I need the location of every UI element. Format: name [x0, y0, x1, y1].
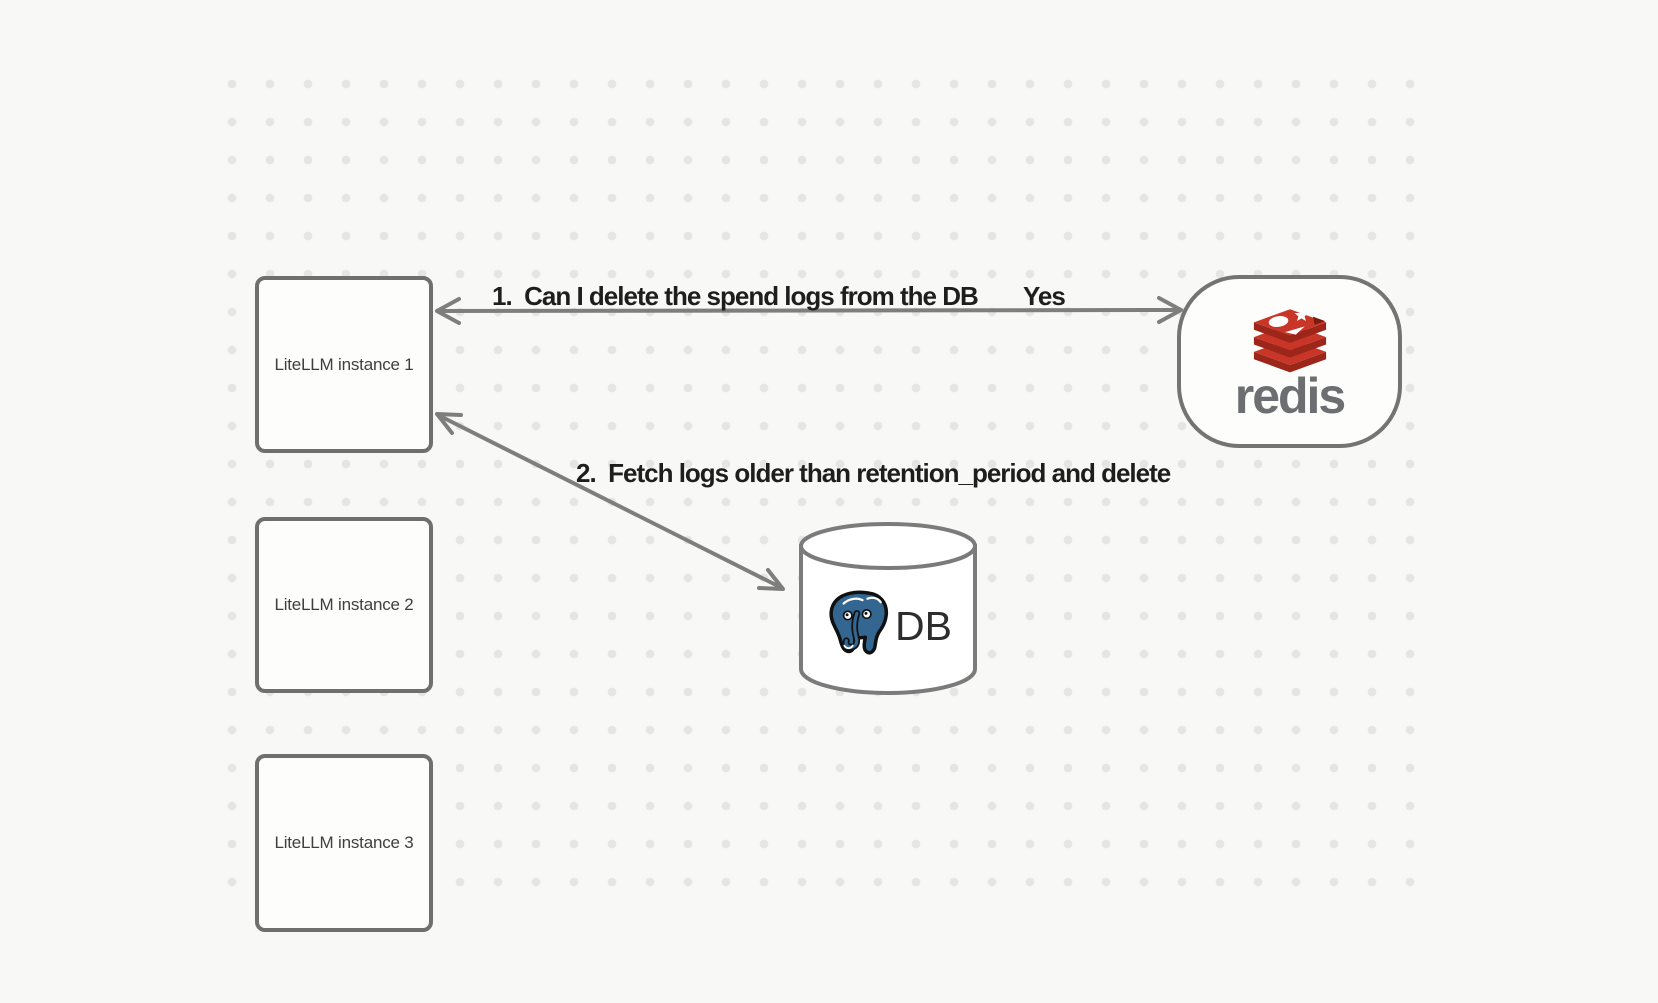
node-litellm-instance-3[interactable]: LiteLLM instance 3 [255, 754, 433, 932]
node-litellm-instance-2[interactable]: LiteLLM instance 2 [255, 517, 433, 693]
postgresql-elephant-icon [829, 590, 889, 655]
db-content: DB [798, 576, 978, 676]
arrow-redis-to-instance1[interactable] [435, 296, 1183, 325]
db-cylinder-shape [799, 522, 977, 695]
edge2-label[interactable]: 2. Fetch logs older than retention_perio… [576, 458, 1171, 488]
node-litellm-instance-1[interactable]: LiteLLM instance 1 [255, 276, 433, 453]
redis-logo-icon [1253, 308, 1326, 372]
edge1-response-label[interactable]: Yes [1023, 281, 1066, 311]
redis-wordmark: redis [1234, 367, 1347, 424]
node-label: LiteLLM instance 2 [274, 595, 414, 614]
node-redis[interactable]: redis [1177, 275, 1402, 448]
edge1-label[interactable]: 1. Can I delete the spend logs from the … [492, 281, 979, 311]
node-label: LiteLLM instance 1 [274, 354, 414, 374]
node-database[interactable]: DB [798, 520, 978, 697]
arrow-instance1-to-db[interactable] [435, 412, 785, 591]
node-label: LiteLLM instance 3 [274, 833, 414, 852]
db-label: DB [895, 602, 952, 649]
